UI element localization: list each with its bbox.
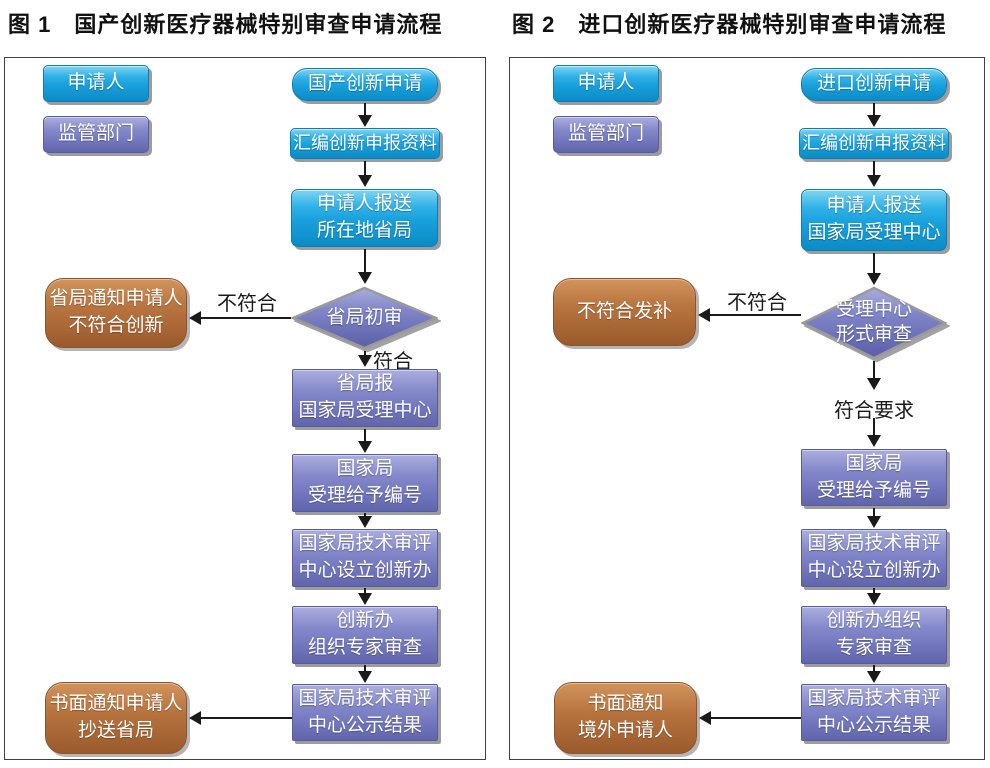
- flow-arrow-left: [189, 311, 291, 325]
- flow-arrow-down: [867, 161, 881, 187]
- legend-applicant: 申请人: [43, 65, 149, 102]
- node-publish-result: 国家局技术审评 中心公示结果: [801, 684, 947, 741]
- figure2-title: 图 2 进口创新医疗器械特别审查申请流程: [512, 12, 947, 37]
- node-written-notice: 书面通知申请人 抄送省局: [45, 682, 187, 754]
- decision-label: 省局初审: [326, 306, 403, 328]
- flow-arrow-down: [867, 588, 881, 605]
- legend-regulator: 监管部门: [43, 116, 149, 153]
- node-submit-national: 申请人报送 国家局受理中心: [801, 189, 947, 251]
- flow-arrow-down: [358, 161, 372, 187]
- node-publish-result: 国家局技术审评 中心公示结果: [292, 684, 438, 741]
- flow-arrow-down: [867, 665, 881, 683]
- node-innovation-office: 国家局技术审评 中心设立创新办: [292, 529, 438, 587]
- flow-arrow-left: [698, 308, 801, 322]
- edge-label-pass: 符合要求: [834, 400, 914, 422]
- legend-applicant: 申请人: [553, 65, 659, 102]
- flow-arrow-down: [358, 513, 372, 528]
- flow-arrow-down: [867, 103, 881, 127]
- decision-label: 受理中心 形式审查: [835, 299, 912, 345]
- node-expert-review: 创新办组织 专家审查: [801, 606, 947, 664]
- node-accept-number: 国家局 受理给予编号: [292, 454, 438, 512]
- decision-format-review: 受理中心 形式审查: [801, 286, 947, 360]
- figure1-title: 图 1 国产创新医疗器械特别审查申请流程: [8, 12, 443, 37]
- flow-arrow-down: [867, 508, 881, 528]
- node-accept-number: 国家局 受理给予编号: [801, 449, 947, 506]
- edge-label-pass: 符合: [373, 351, 413, 373]
- node-supplement-notice: 不符合发补: [553, 278, 696, 346]
- flow-arrow-down: [358, 351, 372, 367]
- decision-provincial-review: 省局初审: [291, 286, 438, 350]
- node-compile-materials: 汇编创新申报资料: [799, 128, 949, 159]
- node-import-application: 进口创新申请: [801, 68, 947, 101]
- node-written-notice-overseas: 书面通知 境外申请人: [554, 682, 697, 754]
- flow-arrow-down: [867, 253, 881, 285]
- flow-arrow-down: [358, 249, 372, 284]
- flow-arrow-left: [699, 711, 801, 725]
- node-expert-review: 创新办 组织专家审查: [292, 606, 438, 664]
- figure2-panel: 申请人 监管部门 进口创新申请 汇编创新申报资料 申请人报送 国家局受理中心 受…: [509, 57, 985, 760]
- node-compile-materials: 汇编创新申报资料: [290, 128, 440, 159]
- node-submit-provincial: 申请人报送 所在地省局: [291, 189, 438, 247]
- edge-label-fail: 不符合: [727, 292, 787, 314]
- flow-arrow-down: [358, 429, 372, 453]
- flow-arrow-left: [189, 711, 292, 725]
- legend-regulator: 监管部门: [553, 116, 659, 153]
- node-innovation-office: 国家局技术审评 中心设立创新办: [801, 529, 947, 587]
- node-reject-notice: 省局通知申请人 不符合创新: [45, 278, 187, 348]
- figure1-panel: 申请人 监管部门 国产创新申请 汇编创新申报资料 申请人报送 所在地省局 省局初…: [4, 57, 486, 760]
- flow-arrow-down: [358, 103, 372, 127]
- flow-arrow-down: [358, 588, 372, 605]
- flow-arrow-down: [358, 665, 372, 683]
- edge-label-fail: 不符合: [217, 293, 277, 315]
- flow-arrow-down: [867, 418, 881, 447]
- node-domestic-application: 国产创新申请: [292, 68, 438, 101]
- flow-arrow-down: [867, 361, 881, 390]
- node-report-center: 省局报 国家局受理中心: [292, 369, 438, 427]
